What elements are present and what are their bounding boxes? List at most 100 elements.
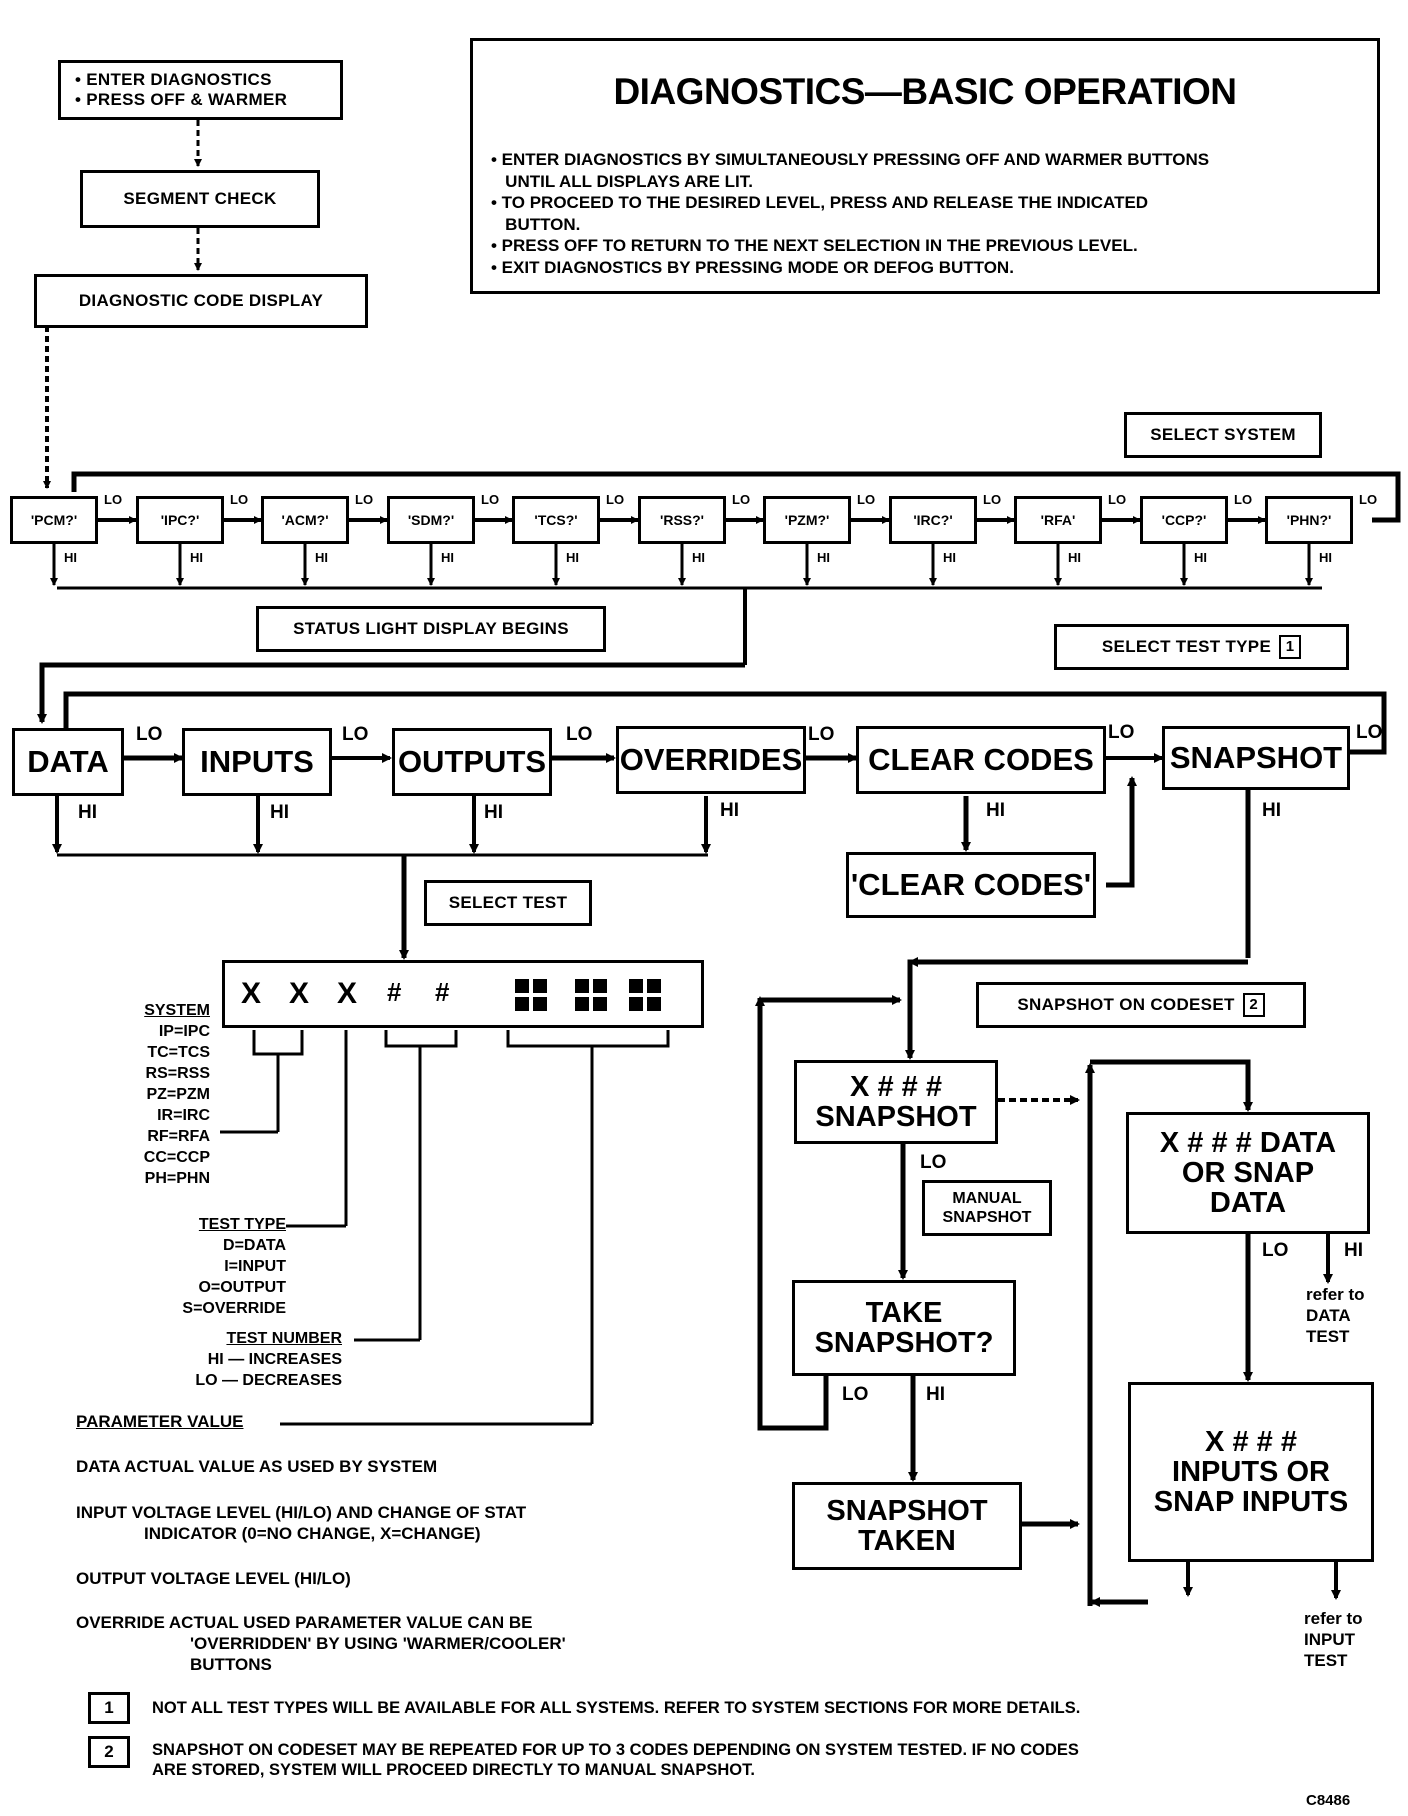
diagnostic-code-display-box: DIAGNOSTIC CODE DISPLAY — [34, 274, 368, 328]
hi-label: HI — [441, 550, 454, 565]
lo-label: LO — [920, 1152, 947, 1173]
refer-input-line-2: INPUT — [1304, 1630, 1355, 1649]
system-legend-item: PH=PHN — [144, 1170, 210, 1187]
instruction-line-4: BUTTON. — [491, 214, 581, 234]
instruction-line-6: • EXIT DIAGNOSTICS BY PRESSING MODE OR D… — [491, 257, 1014, 277]
display-block-icon — [629, 979, 661, 1011]
system-box-label: 'SDM?' — [407, 512, 455, 528]
lo-label: LO — [566, 724, 593, 745]
display-char: # — [387, 977, 402, 1007]
display-char: X — [241, 977, 262, 1010]
instruction-line-3: • TO PROCEED TO THE DESIRED LEVEL, PRESS… — [491, 193, 1149, 212]
lo-label: LO — [808, 724, 835, 745]
figure-code: C8486 — [1306, 1792, 1351, 1809]
system-box: 'IPC?' — [136, 496, 224, 544]
system-box-label: 'CCP?' — [1161, 512, 1207, 528]
display-block-icon — [575, 979, 607, 1011]
system-box: 'ACM?' — [261, 496, 349, 544]
lo-label: LO — [481, 492, 500, 507]
lo-label: LO — [606, 492, 625, 507]
hi-label: HI — [270, 802, 289, 823]
system-box-label: 'RSS?' — [660, 512, 704, 528]
system-box: 'RFA' — [1014, 496, 1102, 544]
note-2-text-1: SNAPSHOT ON CODESET MAY BE REPEATED FOR … — [152, 1741, 1079, 1759]
system-box: 'IRC?' — [889, 496, 977, 544]
manual-snapshot-line-2: SNAPSHOT — [942, 1209, 1032, 1226]
diagnostic-code-display-label: DIAGNOSTIC CODE DISPLAY — [78, 291, 324, 310]
lo-label: LO — [1234, 492, 1253, 507]
display-char: X — [289, 977, 310, 1010]
lo-label: LO — [355, 492, 374, 507]
note-2-icon: 2 — [1242, 993, 1265, 1017]
system-box: 'SDM?' — [387, 496, 475, 544]
select-test-label: SELECT TEST — [448, 893, 568, 912]
manual-snapshot-line-1: MANUAL — [952, 1190, 1022, 1207]
hi-label: HI — [64, 550, 77, 565]
test-snapshot-label: SNAPSHOT — [1169, 740, 1343, 775]
system-box: 'PZM?' — [763, 496, 851, 544]
test-clear-codes-box: CLEAR CODES — [856, 726, 1106, 794]
test-outputs-label: OUTPUTS — [397, 744, 547, 779]
x-snapshot-box: X # # # SNAPSHOT — [794, 1060, 998, 1144]
lo-label: LO — [1108, 492, 1127, 507]
refer-input-line-1: refer to — [1304, 1609, 1363, 1628]
note-1-number: 1 — [88, 1692, 130, 1724]
lo-label: LO — [842, 1384, 869, 1405]
refer-input-line-3: TEST — [1304, 1651, 1348, 1670]
note-2-text-2: ARE STORED, SYSTEM WILL PROCEED DIRECTLY… — [152, 1761, 755, 1779]
manual-snapshot-box: MANUAL SNAPSHOT — [922, 1180, 1052, 1236]
status-light-label: STATUS LIGHT DISPLAY BEGINS — [293, 619, 569, 638]
refer-data-line-3: TEST — [1306, 1327, 1350, 1346]
instruction-line-2: UNTIL ALL DISPLAYS ARE LIT. — [491, 171, 753, 191]
clear-codes-confirm-label: 'CLEAR CODES' — [850, 867, 1092, 902]
hi-label: HI — [1194, 550, 1207, 565]
test-data-label: DATA — [27, 744, 109, 779]
test-type-legend-item: O=OUTPUT — [198, 1279, 286, 1296]
take-snapshot-line-2: SNAPSHOT? — [814, 1327, 994, 1359]
system-legend-item: RS=RSS — [145, 1065, 210, 1082]
hi-label: HI — [190, 550, 203, 565]
hi-label: HI — [720, 800, 739, 821]
hi-label: HI — [1262, 800, 1281, 821]
test-data-box: DATA — [12, 728, 124, 796]
lo-label: LO — [1262, 1240, 1289, 1261]
test-number-legend-title: TEST NUMBER — [226, 1330, 342, 1347]
refer-data-line-1: refer to — [1306, 1285, 1365, 1304]
select-system-label: SELECT SYSTEM — [1150, 425, 1296, 444]
lo-label: LO — [230, 492, 249, 507]
snapshot-taken-box: SNAPSHOT TAKEN — [792, 1482, 1022, 1570]
system-box: 'TCS?' — [512, 496, 600, 544]
system-box: 'RSS?' — [638, 496, 726, 544]
select-test-box: SELECT TEST — [424, 880, 592, 926]
hi-label: HI — [817, 550, 830, 565]
test-number-legend: TEST NUMBER HI — INCREASES LO — DECREASE… — [130, 1328, 342, 1391]
hi-label: HI — [1344, 1240, 1363, 1261]
lo-label: LO — [1108, 722, 1135, 743]
instruction-line-5: • PRESS OFF TO RETURN TO THE NEXT SELECT… — [491, 236, 1138, 255]
inputs-box-line-2: INPUTS OR — [1172, 1456, 1330, 1488]
test-type-legend-title: TEST TYPE — [198, 1216, 286, 1233]
lo-label: LO — [732, 492, 751, 507]
hi-label: HI — [926, 1384, 945, 1405]
instruction-line-1: • ENTER DIAGNOSTICS BY SIMULTANEOUSLY PR… — [491, 150, 1210, 169]
system-box-label: 'TCS?' — [534, 512, 578, 528]
hi-label: HI — [315, 550, 328, 565]
refer-to-data-test: refer to DATA TEST — [1306, 1284, 1365, 1347]
hi-label: HI — [1068, 550, 1081, 565]
snapshot-on-codeset-label: SNAPSHOT ON CODESET — [1017, 995, 1235, 1014]
system-legend-item: TC=TCS — [147, 1044, 210, 1061]
system-legend: SYSTEM IP=IPC TC=TCS RS=RSS PZ=PZM IR=IR… — [100, 1000, 210, 1189]
system-box: 'CCP?' — [1140, 496, 1228, 544]
test-outputs-box: OUTPUTS — [392, 728, 552, 796]
data-box-line-3: DATA — [1209, 1187, 1287, 1219]
param-override-text-2: 'OVERRIDDEN' BY USING 'WARMER/COOLER' — [190, 1634, 566, 1653]
system-legend-item: PZ=PZM — [146, 1086, 210, 1103]
test-type-legend-item: S=OVERRIDE — [182, 1300, 286, 1317]
clear-codes-confirm-box: 'CLEAR CODES' — [846, 852, 1096, 918]
system-box-label: 'RFA' — [1040, 512, 1076, 528]
hi-label: HI — [692, 550, 705, 565]
test-overrides-box: OVERRIDES — [616, 726, 806, 794]
hi-label: HI — [943, 550, 956, 565]
inputs-box-line-3: SNAP INPUTS — [1153, 1486, 1349, 1518]
system-legend-item: IR=IRC — [157, 1107, 210, 1124]
